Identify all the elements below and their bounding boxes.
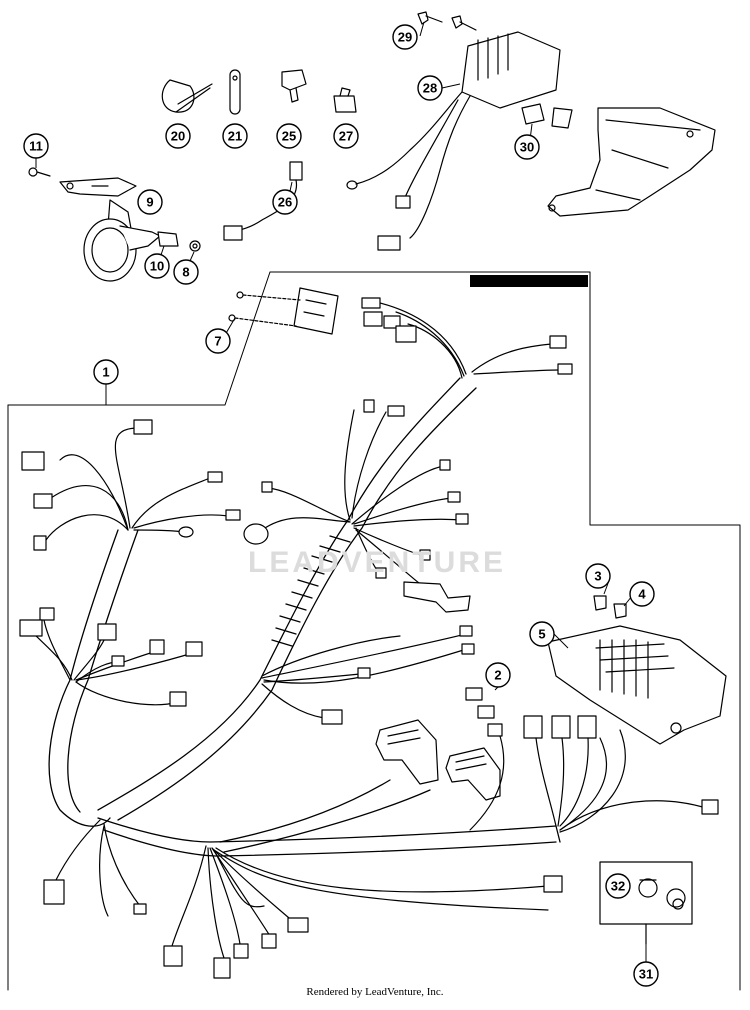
horn: [83, 218, 161, 282]
ecu-connector-left: [375, 719, 439, 785]
svg-text:11: 11: [29, 139, 43, 154]
callout-5[interactable]: 5: [529, 621, 555, 647]
branch-top-left: [21, 419, 241, 551]
svg-text:20: 20: [171, 129, 185, 144]
callout-7[interactable]: 7: [205, 328, 231, 354]
harness-trunk: [48, 377, 561, 857]
callout-25[interactable]: 25: [276, 123, 302, 149]
svg-text:27: 27: [339, 129, 353, 144]
callout-21[interactable]: 21: [222, 123, 248, 149]
svg-text:1: 1: [102, 365, 109, 380]
svg-text:10: 10: [150, 259, 164, 274]
svg-text:32: 32: [611, 879, 625, 894]
screw-11: [28, 167, 51, 177]
svg-text:29: 29: [398, 30, 412, 45]
callout-32[interactable]: 32: [605, 873, 631, 899]
callout-4[interactable]: 4: [629, 581, 655, 607]
svg-text:8: 8: [182, 265, 189, 280]
callout-8[interactable]: 8: [173, 259, 199, 285]
svg-text:9: 9: [146, 195, 153, 210]
branch-upper-right: [361, 297, 573, 379]
watermark-text: LEADVENTURE: [248, 546, 506, 579]
svg-text:30: 30: [520, 140, 534, 155]
clip-4: [613, 603, 627, 619]
callout-1[interactable]: 1: [93, 359, 119, 385]
svg-text:26: 26: [278, 195, 292, 210]
bolts-29: [417, 11, 477, 31]
branch-center-lower: [261, 625, 475, 725]
connector-25: [281, 69, 307, 103]
boundary-black-bar: [470, 275, 588, 287]
clips-30: [521, 103, 573, 129]
frame-bracket: [547, 107, 716, 217]
svg-text:31: 31: [639, 967, 653, 982]
svg-text:7: 7: [214, 334, 221, 349]
svg-text:5: 5: [538, 627, 545, 642]
callout-30[interactable]: 30: [514, 134, 540, 160]
callout-29[interactable]: 29: [392, 24, 418, 50]
svg-text:25: 25: [282, 129, 296, 144]
footer-credit: Rendered by LeadVenture, Inc.: [306, 986, 444, 998]
branch-bottom: [43, 819, 563, 979]
ecu-bracket-7: [228, 287, 339, 335]
callout-28[interactable]: 28: [417, 75, 443, 101]
regulator-28: [346, 31, 561, 251]
callout-11[interactable]: 11: [23, 133, 49, 159]
branch-center: [243, 399, 471, 613]
connector-2: [465, 687, 505, 831]
wire-lead-26: [223, 161, 303, 241]
callout-9[interactable]: 9: [137, 189, 163, 215]
harness-boundary-outline: [7, 271, 741, 991]
callout-20[interactable]: 20: [165, 123, 191, 149]
svg-text:4: 4: [638, 587, 646, 602]
ecu-connector-right: [445, 747, 501, 801]
clip-3: [593, 595, 607, 611]
horn-nut-8: [189, 240, 201, 252]
branch-left-mid: [19, 607, 203, 707]
horn-nut-10: [157, 231, 179, 247]
svg-text:3: 3: [594, 569, 601, 584]
callout-2[interactable]: 2: [485, 662, 511, 688]
callout-31[interactable]: 31: [633, 961, 659, 987]
callout-3[interactable]: 3: [585, 563, 611, 589]
strap-21: [229, 69, 241, 115]
fuse-box-5: [547, 625, 727, 745]
right-relay-cluster: [523, 715, 719, 833]
callout-26[interactable]: 26: [272, 189, 298, 215]
relay-27: [333, 87, 357, 113]
svg-text:21: 21: [228, 129, 242, 144]
callout-27[interactable]: 27: [333, 123, 359, 149]
svg-text:28: 28: [423, 81, 437, 96]
cable-tie-20: [161, 79, 213, 113]
svg-text:2: 2: [494, 668, 501, 683]
callout-10[interactable]: 10: [144, 253, 170, 279]
